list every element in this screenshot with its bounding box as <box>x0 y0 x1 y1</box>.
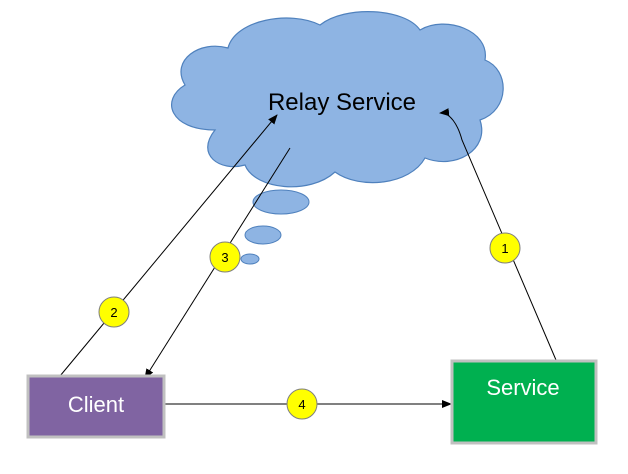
service-label: Service <box>486 375 559 400</box>
relay-service-cloud: Relay Service <box>171 11 504 188</box>
arrow-client-to-relay <box>59 114 278 377</box>
cloud-shape <box>171 11 504 188</box>
step-badge-3: 3 <box>209 241 241 273</box>
step-badge-4: 4 <box>286 388 318 420</box>
service-box <box>450 359 598 445</box>
thought-bubble-large <box>252 189 310 215</box>
client-node: Client <box>26 374 166 439</box>
thought-bubble-medium <box>244 225 282 245</box>
thought-bubble-small <box>240 253 260 265</box>
step-badge-2: 2 <box>98 296 130 328</box>
step-label-4: 4 <box>298 397 305 412</box>
client-box <box>26 374 166 439</box>
relay-service-label: Relay Service <box>268 89 416 116</box>
step-label-2: 2 <box>110 305 117 320</box>
step-label-3: 3 <box>221 250 228 265</box>
arrow-service-to-relay <box>439 108 557 361</box>
step-badge-1: 1 <box>489 232 521 264</box>
service-node: Service <box>450 359 598 445</box>
client-label: Client <box>68 392 124 417</box>
step-label-1: 1 <box>501 241 508 256</box>
